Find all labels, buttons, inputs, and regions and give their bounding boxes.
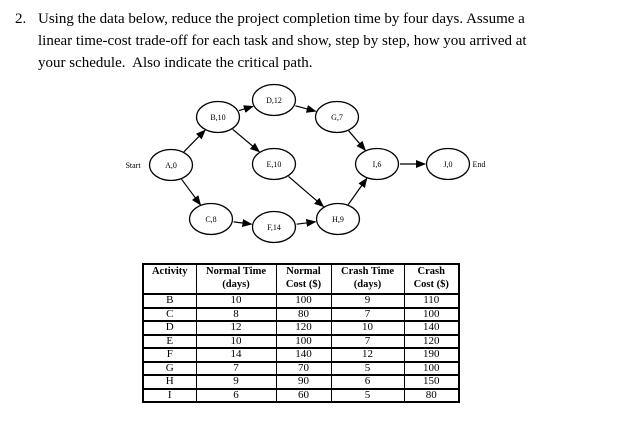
question-number: 2. [15, 11, 27, 27]
node-G-label: G,7 [331, 113, 343, 122]
table-row: B 10 100 9 110 [142, 293, 460, 309]
node-F [251, 210, 297, 244]
cell-activity: B [142, 293, 197, 309]
cell-normal-cost: 100 [275, 293, 332, 309]
node-J-label: J,0 [443, 160, 452, 169]
cell-normal-time: 14 [195, 347, 277, 363]
header-crash-time: Crash Time (days) [330, 263, 405, 295]
cell-crash-time: 5 [330, 360, 405, 376]
edge-G-I [348, 130, 366, 151]
node-A-label: A,0 [165, 161, 177, 170]
table-row: I 6 60 5 80 [142, 387, 460, 403]
question-line-3: your schedule. Also indicate the critica… [38, 55, 313, 71]
cell-normal-time: 12 [195, 320, 277, 336]
question-line-1: Using the data below, reduce the project… [38, 11, 525, 27]
crash-cost-table: Activity Normal Time (days) Normal Cost … [142, 263, 460, 403]
cell-crash-time: 6 [330, 374, 405, 390]
cell-crash-cost: 100 [403, 306, 460, 322]
cell-activity: H [142, 374, 197, 390]
table-row: F 14 140 12 190 [142, 347, 460, 363]
cell-crash-cost: 140 [403, 320, 460, 336]
cell-normal-cost: 140 [275, 347, 332, 363]
cell-activity: I [142, 387, 197, 403]
node-D [251, 83, 297, 117]
node-E [251, 147, 297, 181]
cell-crash-time: 9 [330, 293, 405, 309]
table-row: H 9 90 6 150 [142, 374, 460, 390]
node-F-label: F,14 [267, 223, 281, 232]
cell-normal-time: 7 [195, 360, 277, 376]
cell-normal-cost: 120 [275, 320, 332, 336]
cell-normal-time: 9 [195, 374, 277, 390]
cell-activity: F [142, 347, 197, 363]
edge-E-H [288, 175, 325, 208]
node-E-label: E,10 [267, 160, 282, 169]
cell-crash-time: 5 [330, 387, 405, 403]
question-line-2: linear time-cost trade-off for each task… [38, 33, 527, 49]
edge-B-D [238, 105, 254, 113]
edge-F-H [296, 218, 317, 227]
table-row: E 10 100 7 120 [142, 333, 460, 349]
edge-B-E [232, 128, 261, 153]
node-G [314, 100, 360, 134]
cell-normal-cost: 70 [275, 360, 332, 376]
question-text: Using the data below, reduce the project… [38, 8, 527, 74]
end-label: End [473, 160, 486, 169]
cell-crash-cost: 120 [403, 333, 460, 349]
table-header-row: Activity Normal Time (days) Normal Cost … [142, 263, 460, 295]
node-H [315, 202, 361, 236]
cell-crash-cost: 100 [403, 360, 460, 376]
cell-normal-time: 6 [195, 387, 277, 403]
edge-D-G [295, 105, 317, 113]
header-crash-cost: Crash Cost ($) [403, 263, 460, 295]
cell-crash-time: 10 [330, 320, 405, 336]
cell-crash-cost: 110 [403, 293, 460, 309]
cell-crash-cost: 190 [403, 347, 460, 363]
cell-normal-time: 8 [195, 306, 277, 322]
header-normal-time: Normal Time (days) [195, 263, 277, 295]
node-C-label: C,8 [205, 215, 216, 224]
cell-normal-cost: 90 [275, 374, 332, 390]
header-normal-cost: Normal Cost ($) [275, 263, 332, 295]
node-B-label: B,10 [210, 113, 225, 122]
cell-crash-cost: 150 [403, 374, 460, 390]
header-activity: Activity [142, 263, 197, 295]
cell-activity: G [142, 360, 197, 376]
cell-normal-cost: 80 [275, 306, 332, 322]
edge-C-F [233, 219, 253, 227]
edge-A-B [183, 129, 206, 153]
node-B [195, 100, 241, 134]
node-H-label: H,9 [332, 215, 344, 224]
node-J [425, 147, 471, 181]
cell-normal-time: 10 [195, 293, 277, 309]
table-row: C 8 80 7 100 [142, 306, 460, 322]
node-D-label: D,12 [266, 96, 282, 105]
table-row: G 7 70 5 100 [142, 360, 460, 376]
start-label: Start [125, 161, 141, 170]
node-I-label: I,6 [373, 160, 382, 169]
cell-activity: D [142, 320, 197, 336]
node-A [148, 148, 194, 182]
node-C [188, 202, 234, 236]
cell-crash-time: 12 [330, 347, 405, 363]
edge-A-C [181, 178, 202, 206]
cell-activity: C [142, 306, 197, 322]
cell-activity: E [142, 333, 197, 349]
node-I [354, 147, 400, 181]
cell-normal-cost: 60 [275, 387, 332, 403]
cell-normal-cost: 100 [275, 333, 332, 349]
cell-crash-cost: 80 [403, 387, 460, 403]
table-row: D 12 120 10 140 [142, 320, 460, 336]
question-block: 2. Using the data below, reduce the proj… [15, 8, 527, 74]
cell-crash-time: 7 [330, 333, 405, 349]
cell-normal-time: 10 [195, 333, 277, 349]
edge-H-I [347, 177, 368, 205]
cell-crash-time: 7 [330, 306, 405, 322]
